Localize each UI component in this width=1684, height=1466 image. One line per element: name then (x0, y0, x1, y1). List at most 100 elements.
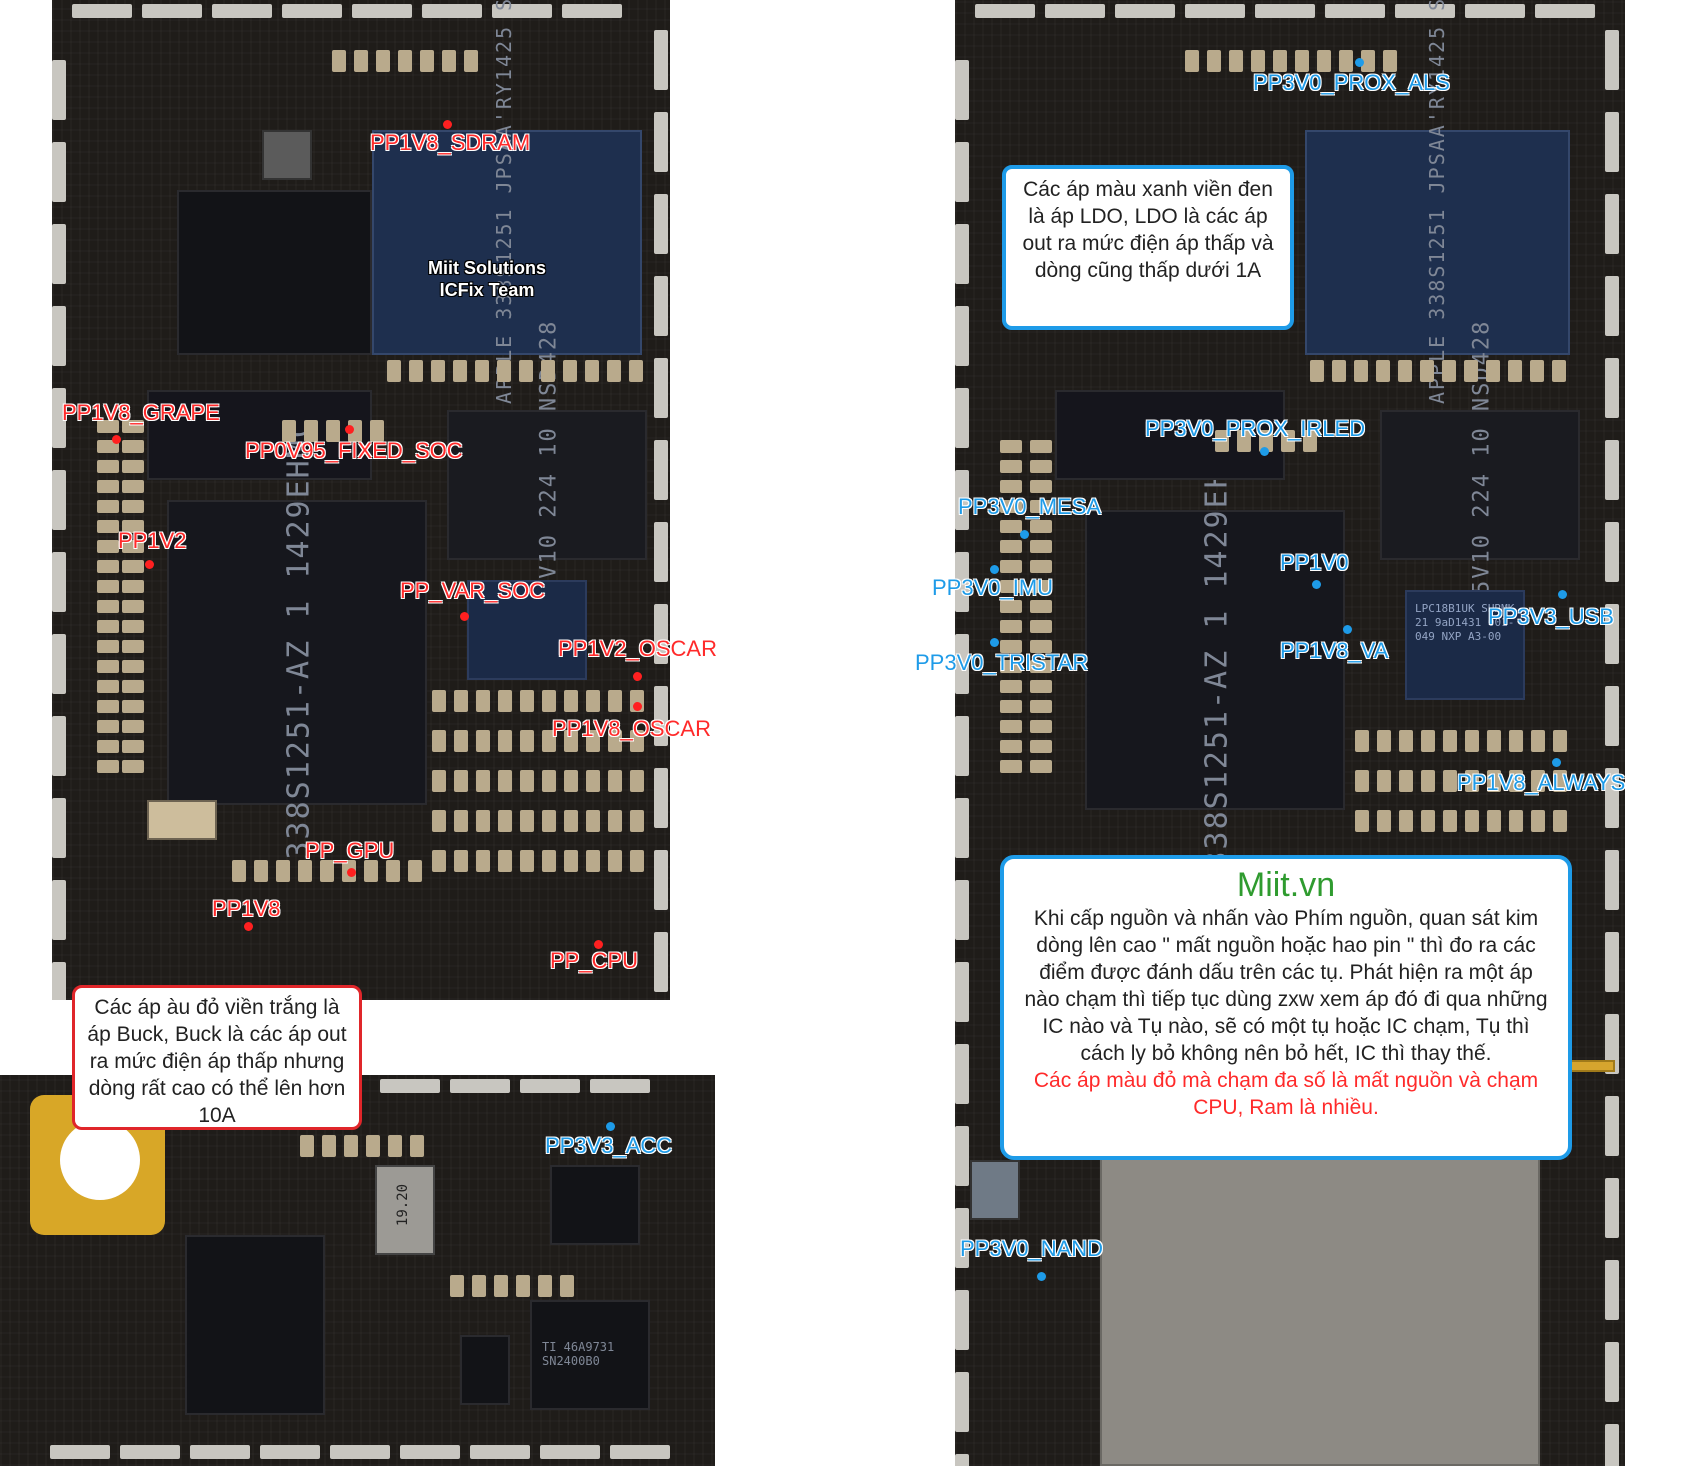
shield-lower-bottom (50, 1445, 670, 1459)
watermark-line2: ICFix Team (439, 280, 535, 300)
label-pp1v2-oscar: PP1V2_OSCAR (558, 636, 717, 661)
pad-row-r4 (1355, 810, 1567, 832)
left-board-lower: 19.20 TI 46A9731 SN2400B0 (0, 1075, 715, 1466)
shield-side-right-b (1605, 30, 1619, 1466)
dot-pp3v0-mesa (1020, 530, 1029, 539)
label-pp-cpu: PP_CPU (550, 948, 639, 973)
label-pp3v0-nand: PP3V0_NAND (960, 1236, 1104, 1261)
dot-pp3v0-prox-irled (1260, 447, 1269, 456)
chip-lower-acc (550, 1165, 640, 1245)
chip-marking-soc-right: 338S1251-AZ 1 1429EHMC (1199, 428, 1235, 870)
shield-side-left (52, 60, 66, 1000)
dot-pp3v3-usb (1558, 590, 1567, 599)
dot-pp1v8 (244, 922, 253, 931)
label-pp3v0-imu: PP3V0_IMU (932, 575, 1054, 600)
mic-right (970, 1160, 1020, 1220)
shield-top-right (975, 4, 1595, 18)
label-pp-gpu: PP_GPU (305, 838, 395, 863)
pad-row-1 (387, 360, 643, 382)
watermark: Miit Solutions ICFix Team (417, 257, 557, 301)
chip-ic-left: D65V10 224 10 NSD428 (447, 320, 647, 625)
dot-pp1v2 (145, 560, 154, 569)
label-pp1v8-oscar: PP1V8_OSCAR (552, 716, 711, 741)
dot-pp3v0-prox-als (1355, 58, 1364, 67)
chip-marking-soc-left: 338S1251-AZ 1 1429EHMC (281, 418, 317, 860)
pad-row-7 (232, 860, 422, 882)
pad-column-r1 (1000, 440, 1022, 773)
label-pp3v3-usb: PP3V3_USB (1488, 604, 1614, 629)
pad-column-2 (122, 420, 144, 773)
dot-pp1v8-always (1552, 758, 1561, 767)
pad-row-lower-1 (300, 1135, 424, 1157)
dot-pp1v8-grape (112, 435, 121, 444)
label-pp3v0-prox-als: PP3V0_PROX_ALS (1253, 70, 1450, 95)
pad-row-r5 (1185, 50, 1397, 72)
shield-lower-top (380, 1079, 650, 1093)
chip-marking-cpu-left: APPLE 338S1251 JPSAA'RY1425 SG (492, 0, 516, 404)
pad-row-8 (332, 50, 478, 72)
dot-pp1v2-oscar (633, 672, 642, 681)
chip-soc-left: 338S1251-AZ 1 1429EHMC (167, 418, 427, 860)
label-pp3v3-acc: PP3V3_ACC (545, 1133, 673, 1158)
chip-ic-right: D65V10 224 10 NSD428 (1380, 320, 1580, 625)
left-board-upper: APPLE 338S1251 JPSAA'RY1425 SG 338S1251-… (52, 0, 670, 1000)
dot-pp3v3-acc (606, 1122, 615, 1131)
main-note-text: Khi cấp nguồn và nhấn vào Phím nguồn, qu… (1024, 907, 1548, 1065)
dot-pp-var-soc (460, 612, 469, 621)
chip-pmu-left (177, 190, 372, 355)
oscillator-marking: 19.20 (395, 1183, 412, 1227)
label-pp3v0-mesa: PP3V0_MESA (958, 494, 1102, 519)
pad-row-3 (432, 730, 644, 752)
dot-pp1v8-oscar (633, 702, 642, 711)
chip-marking-cpu-right: APPLE 338S1251 JPSAA'RY1425 SG (1425, 0, 1449, 404)
label-pp1v2: PP1V2 (118, 528, 187, 553)
pad-column-1 (97, 420, 119, 773)
shield-side-right (654, 30, 668, 992)
pad-row-r2 (1355, 730, 1567, 752)
label-pp1v8-va: PP1V8_VA (1280, 638, 1389, 663)
dot-pp1v8-va (1343, 625, 1352, 634)
buck-note-text: Các áp àu đỏ viền trắng là áp Buck, Buck… (87, 996, 347, 1127)
brand-title: Miit.vn (1236, 866, 1336, 904)
label-pp1v8-sdram: PP1V8_SDRAM (370, 130, 531, 155)
pad-row-r3 (1355, 770, 1567, 792)
chip-grape-left (147, 390, 372, 480)
dot-pp3v0-imu (990, 565, 999, 574)
pad-row-4 (432, 770, 644, 792)
label-pp1v8-grape: PP1V8_GRAPE (62, 400, 220, 425)
chip-oscar-left (467, 580, 587, 680)
chip-nand (1100, 1155, 1540, 1466)
pad-row-5 (432, 810, 644, 832)
chip-lower-pmic (185, 1235, 325, 1415)
pad-row-6 (432, 850, 644, 872)
pad-row-r6 (1215, 430, 1317, 452)
inductor-left (262, 130, 312, 180)
dot-pp-cpu (594, 940, 603, 949)
pad-row-lower-2 (450, 1275, 574, 1297)
dot-pp1v8-sdram (443, 120, 452, 129)
pad-row-r1 (1310, 360, 1566, 382)
ldo-note: Các áp màu xanh viền đen là áp LDO, LDO … (1002, 165, 1294, 330)
label-pp3v0-tristar: PP3V0_TRISTAR (915, 650, 1089, 675)
label-pp-var-soc: PP_VAR_SOC (400, 578, 546, 603)
shield-top-left (72, 4, 622, 18)
chip-lower-small (460, 1335, 510, 1405)
pad-row-2 (432, 690, 644, 712)
dot-pp0v95-fixed-soc (345, 425, 354, 434)
pad-column-r2 (1030, 440, 1052, 773)
chip-sdram-left: APPLE 338S1251 JPSAA'RY1425 SG (372, 0, 642, 404)
label-pp1v8: PP1V8 (212, 896, 281, 921)
main-note: Miit.vn Khi cấp nguồn và nhấn vào Phím n… (1000, 855, 1572, 1160)
label-pp0v95-fixed-soc: PP0V95_FIXED_SOC (245, 438, 463, 463)
crystal-left (147, 800, 217, 840)
pad-row-9 (282, 420, 384, 442)
ti-marking: TI 46A9731 SN2400B0 (542, 1340, 615, 1368)
chip-lower-ti: TI 46A9731 SN2400B0 (530, 1300, 650, 1410)
chip-nxp-right: LPC18B1UK SHRMK 21 9aD1431 001-049 NXP A… (1405, 590, 1525, 700)
chip-marking-ic-right: D65V10 224 10 NSD428 (1469, 319, 1495, 625)
label-pp3v0-prox-irled: PP3V0_PROX_IRLED (1145, 416, 1366, 441)
shield-side-right-a (955, 60, 969, 1466)
label-pp1v0: PP1V0 (1280, 550, 1349, 575)
main-note-warning: Các áp màu đỏ mà chạm đa số là mất nguồn… (1033, 1069, 1539, 1119)
chip-marking-nxp-right: LPC18B1UK SHRMK 21 9aD1431 001-049 NXP A… (1415, 602, 1515, 643)
